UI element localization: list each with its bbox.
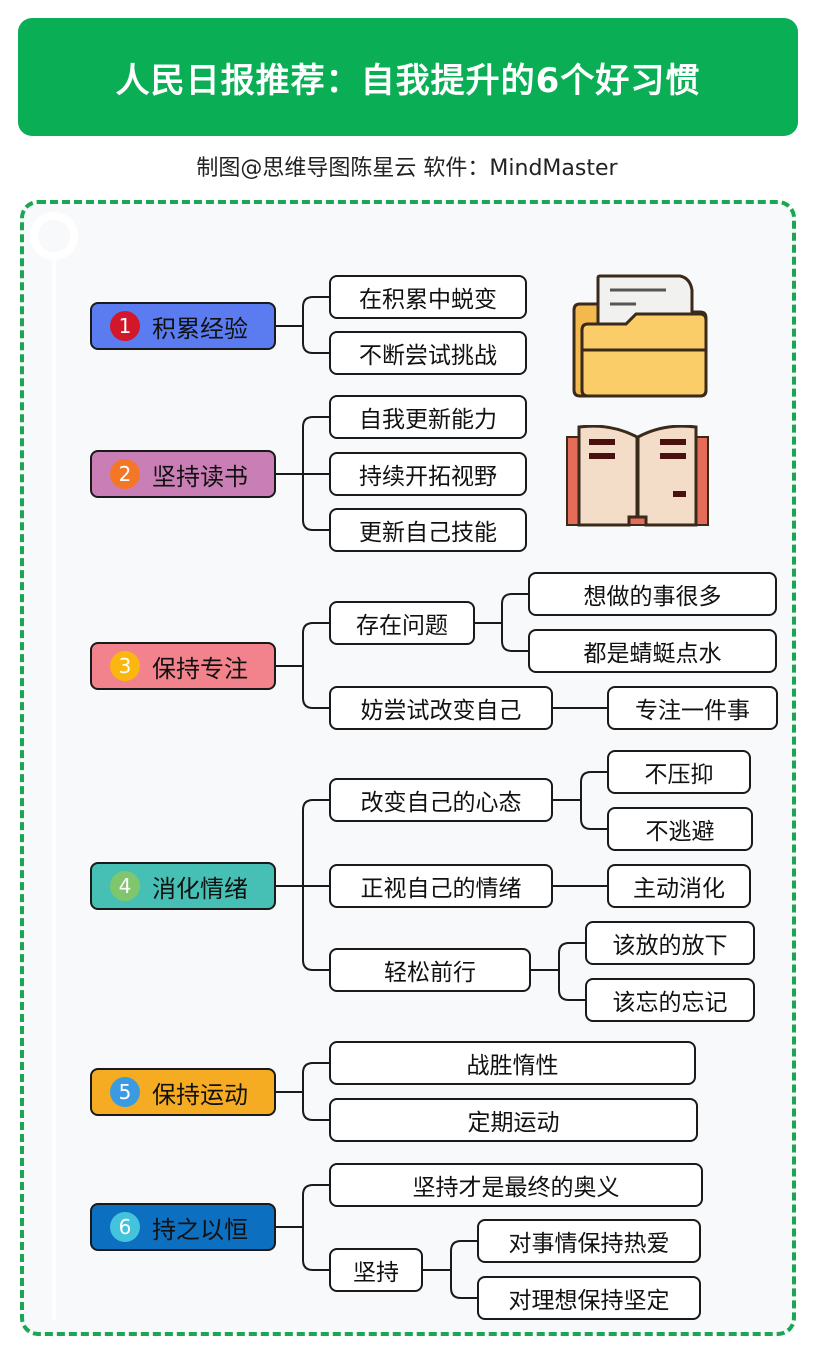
branch-6-child-2-sub-1[interactable]: 对事情保持热爱 — [477, 1219, 701, 1263]
folder-icon — [572, 274, 708, 398]
branch-4-badge: 4 — [110, 871, 140, 901]
branch-5-label: 保持运动 — [152, 1080, 248, 1109]
branch-2-badge: 2 — [110, 459, 140, 489]
branch-6-child-2[interactable]: 坚持 — [329, 1248, 423, 1292]
decorative-line — [52, 260, 56, 1320]
decorative-circle — [30, 212, 78, 260]
branch-3-label: 保持专注 — [152, 654, 248, 683]
branch-2-child-1[interactable]: 自我更新能力 — [329, 395, 527, 439]
branch-2-child-2[interactable]: 持续开拓视野 — [329, 452, 527, 496]
branch-2-child-3[interactable]: 更新自己技能 — [329, 508, 527, 552]
branch-5-node[interactable]: 5 保持运动 — [90, 1068, 276, 1116]
branch-1-child-1[interactable]: 在积累中蜕变 — [329, 275, 527, 319]
branch-4-child-1-sub-2[interactable]: 不逃避 — [607, 807, 753, 851]
branch-1-child-2[interactable]: 不断尝试挑战 — [329, 331, 527, 375]
credit-line: 制图@思维导图陈星云 软件：MindMaster — [196, 156, 618, 181]
branch-2-node[interactable]: 2 坚持读书 — [90, 450, 276, 498]
branch-4-child-1[interactable]: 改变自己的心态 — [329, 778, 553, 822]
branch-4-child-1-sub-1[interactable]: 不压抑 — [607, 750, 751, 794]
branch-3-node[interactable]: 3 保持专注 — [90, 642, 276, 690]
branch-4-child-3[interactable]: 轻松前行 — [329, 948, 531, 992]
branch-6-label: 持之以恒 — [152, 1215, 248, 1244]
branch-4-child-3-sub-2[interactable]: 该忘的忘记 — [585, 978, 755, 1022]
branch-3-badge: 3 — [110, 651, 140, 681]
branch-4-label: 消化情绪 — [152, 874, 248, 903]
branch-4-child-3-sub-1[interactable]: 该放的放下 — [585, 921, 755, 965]
branch-6-node[interactable]: 6 持之以恒 — [90, 1203, 276, 1251]
branch-3-child-1-sub-1[interactable]: 想做的事很多 — [528, 572, 777, 616]
branch-5-badge: 5 — [110, 1077, 140, 1107]
title-banner: 人民日报推荐：自我提升的6个好习惯 — [18, 18, 798, 136]
branch-3-child-1-sub-2[interactable]: 都是蜻蜓点水 — [528, 629, 777, 673]
branch-6-child-1[interactable]: 坚持才是最终的奥义 — [329, 1163, 703, 1207]
branch-4-child-2-sub-1[interactable]: 主动消化 — [607, 864, 751, 908]
open-book-icon — [566, 425, 709, 527]
branch-1-node[interactable]: 1 积累经验 — [90, 302, 276, 350]
branch-1-label: 积累经验 — [152, 314, 248, 343]
branch-4-child-2[interactable]: 正视自己的情绪 — [329, 864, 553, 908]
branch-5-child-1[interactable]: 战胜惰性 — [329, 1041, 696, 1085]
branch-3-child-2[interactable]: 妨尝试改变自己 — [329, 686, 553, 730]
branch-6-badge: 6 — [110, 1212, 140, 1242]
page-title: 人民日报推荐：自我提升的6个好习惯 — [115, 60, 701, 101]
branch-2-label: 坚持读书 — [152, 462, 248, 491]
branch-3-child-2-sub-1[interactable]: 专注一件事 — [607, 686, 778, 730]
branch-5-child-2[interactable]: 定期运动 — [329, 1098, 698, 1142]
branch-3-child-1[interactable]: 存在问题 — [329, 601, 475, 645]
branch-1-badge: 1 — [110, 311, 140, 341]
branch-6-child-2-sub-2[interactable]: 对理想保持坚定 — [477, 1276, 701, 1320]
branch-4-node[interactable]: 4 消化情绪 — [90, 862, 276, 910]
